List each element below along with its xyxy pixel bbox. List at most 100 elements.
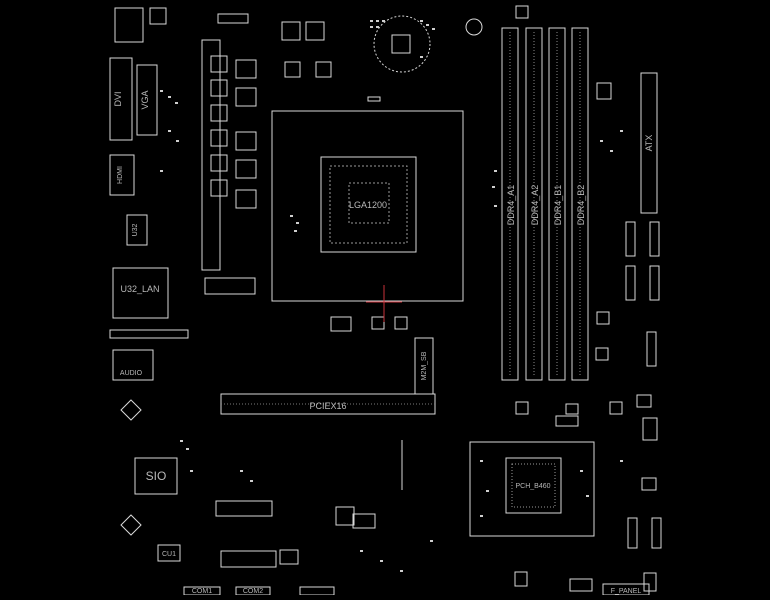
right-part-1	[596, 82, 612, 100]
crosshair-marker	[366, 285, 402, 322]
usb-label: U32	[132, 223, 139, 236]
pch-part-2	[565, 403, 579, 415]
cpu-socket	[271, 110, 464, 302]
pch-ball-grid	[511, 463, 556, 508]
atx-label: ATX	[644, 135, 654, 152]
mosfet-1	[284, 61, 301, 78]
bottom-chip-1	[335, 506, 355, 526]
pch-chip	[505, 457, 562, 514]
com1-label: COM1	[192, 588, 212, 595]
socket-cap-3	[394, 316, 408, 330]
ddr4-b1-label: DDR4_B1	[553, 185, 563, 226]
pwm-controller	[391, 34, 411, 54]
cu1-chip	[157, 544, 181, 562]
usb-header-1	[627, 517, 638, 549]
mosfet-2	[315, 61, 332, 78]
vrm-choke-3	[210, 104, 228, 122]
cpu-pin-field	[320, 156, 417, 253]
cpu-socket-label: LGA1200	[349, 200, 387, 210]
ddr4-slot-b2	[571, 27, 589, 381]
bottom-chip-2	[352, 513, 376, 529]
top-header	[217, 13, 249, 24]
vrm-choke-10	[235, 159, 257, 179]
atx-power-connector	[640, 72, 658, 214]
usb-top-connector	[114, 7, 144, 43]
cap-2	[305, 21, 325, 41]
round-part	[465, 18, 483, 36]
pch-part-4	[609, 401, 623, 415]
small-part	[367, 96, 381, 102]
pch-label: PCH_B460	[515, 483, 550, 490]
cu1-label: CU1	[162, 551, 176, 558]
vrm-choke-2	[210, 79, 228, 97]
ddr4-a1-label: DDR4_A1	[506, 185, 516, 226]
fan-header-3	[625, 265, 636, 301]
dvi-label: DVI	[113, 91, 123, 106]
vga-connector	[136, 64, 158, 136]
dvi-connector	[109, 57, 133, 141]
ddr4-slot-a2	[525, 27, 543, 381]
cpu-pin-grid-inner	[348, 182, 390, 224]
vrm-bottom	[204, 277, 256, 295]
ddr4-b2-label: DDR4_B2	[576, 185, 586, 226]
bottom-header	[299, 586, 335, 596]
vrm-choke-6	[210, 179, 228, 197]
right-part-7	[643, 572, 657, 592]
vga-label: VGA	[140, 90, 150, 109]
com2-label: COM2	[243, 588, 263, 595]
socket-cap-1	[330, 316, 352, 332]
right-part-6	[641, 477, 657, 491]
hdmi-label: HDMI	[117, 166, 124, 184]
header-2	[220, 550, 277, 568]
header-1	[215, 500, 273, 517]
bottom-part-2	[569, 578, 593, 592]
right-part-3	[595, 347, 609, 361]
sio-chip	[134, 457, 178, 495]
header-3	[279, 549, 299, 565]
ddr4-slot-a1	[501, 27, 519, 381]
cap-1	[281, 21, 301, 41]
bottom-part-1	[514, 571, 528, 587]
component-dots	[160, 20, 623, 572]
audio-chip	[112, 349, 154, 381]
fpanel-label: F_PANEL	[611, 588, 642, 595]
top-right-square	[515, 5, 529, 19]
pwm-area	[373, 15, 431, 73]
ddr4-a2-label: DDR4_A2	[530, 185, 540, 226]
fan-header-4	[649, 265, 660, 301]
ddr4-slot-b1	[548, 27, 566, 381]
right-part-5	[642, 417, 658, 441]
socket-cap-2	[371, 316, 385, 330]
m2-label: M2M_SB	[421, 351, 428, 380]
pch-part-3	[555, 415, 579, 427]
diamond-part-upper	[120, 399, 142, 421]
lan-chip	[112, 267, 169, 319]
vrm-choke-7	[235, 59, 257, 79]
io-strip	[109, 329, 189, 339]
right-part-4	[636, 394, 652, 408]
hdmi-connector	[109, 154, 135, 196]
vrm-choke-11	[235, 189, 257, 209]
diamond-part-lower	[120, 514, 142, 536]
vrm-choke-9	[235, 131, 257, 151]
vrm-choke-4	[210, 129, 228, 147]
lan-label: U32_LAN	[120, 284, 159, 294]
sio-label: SIO	[146, 469, 167, 483]
audio-label: AUDIO	[120, 370, 143, 377]
usb-header-2	[651, 517, 662, 549]
pch-area	[469, 441, 595, 537]
cpu-pin-grid-outer	[329, 165, 408, 244]
fan-header-5	[646, 331, 657, 367]
fan-header-2	[649, 221, 660, 257]
vrm-choke-5	[210, 154, 228, 172]
top-left-square	[149, 7, 167, 25]
right-part-2	[596, 311, 610, 325]
vrm-choke-8	[235, 87, 257, 107]
fan-header-1	[625, 221, 636, 257]
pcie-label: PCIEX16	[309, 401, 346, 411]
usb-u32-connector	[126, 214, 148, 246]
pch-part-1	[515, 401, 529, 415]
vrm-choke-1	[210, 55, 228, 73]
